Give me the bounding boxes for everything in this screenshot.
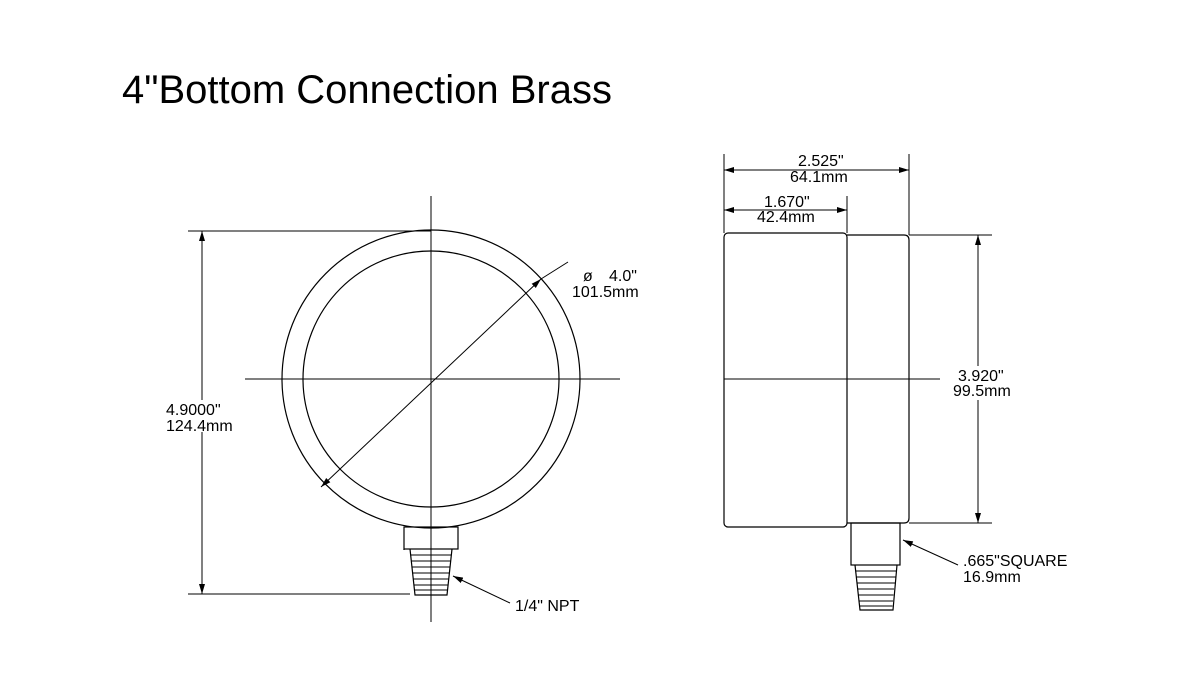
height-mm-label: 124.4mm [166,418,233,435]
inner-dial-circle [302,250,560,508]
square-leader-line [902,539,959,566]
depth-case-inch-label: 1.670" [764,194,810,211]
diameter-symbol: ø [583,268,593,285]
bottom-connection-fitting [403,526,459,596]
case-height-inch-label: 3.920" [958,368,1004,385]
diameter-mm-label: 101.5mm [572,284,639,301]
side-view: 2.525" 64.1mm 1.670" 42.4mm 3.920" 99.5m… [723,153,1067,611]
outer-bezel-circle [281,229,581,529]
depth-total-inch-label: 2.525" [798,153,844,170]
npt-label: 1/4" NPT [515,598,580,615]
diameter-inch-label: 4.0" [609,268,637,285]
diameter-dimension-line [320,278,542,488]
height-inch-label: 4.9000" [166,402,221,419]
case-height-mm-label: 99.5mm [953,383,1011,400]
side-connection-fitting [850,522,901,611]
depth-case-mm-label: 42.4mm [757,209,815,226]
case-body [723,232,848,528]
depth-total-mm-label: 64.1mm [790,169,848,186]
bezel-ring [847,234,910,524]
npt-leader-line [452,575,511,604]
square-mm-label: 16.9mm [963,569,1021,586]
page-title: 4"Bottom Connection Brass [122,68,612,112]
square-inch-label: .665"SQUARE [963,553,1067,570]
front-view: ø 4.0" 101.5mm 4.9000" 124.4mm 1/4" NPT [166,196,639,622]
